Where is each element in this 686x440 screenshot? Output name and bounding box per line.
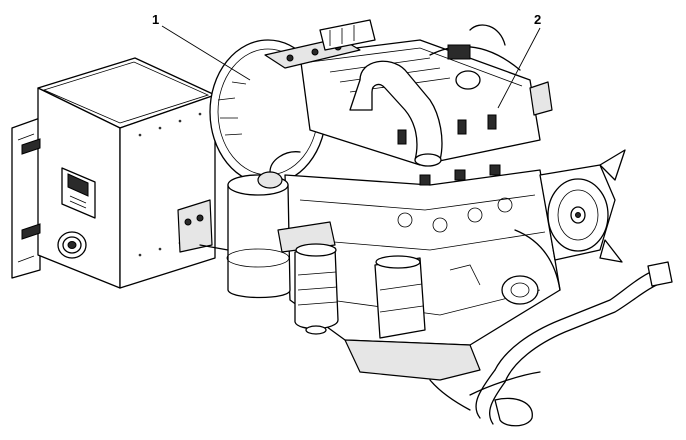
callout-2: 2 bbox=[497, 12, 541, 109]
mount-bracket bbox=[177, 81, 553, 253]
oil-filter bbox=[374, 255, 426, 339]
hose bbox=[429, 261, 673, 427]
callout-2-label: 2 bbox=[534, 12, 541, 27]
fuel-filter bbox=[277, 221, 339, 335]
callout-1-label: 1 bbox=[152, 12, 159, 27]
air-cleaner bbox=[226, 151, 301, 299]
callout-1: 1 bbox=[152, 12, 251, 81]
fan-pulley bbox=[501, 149, 626, 305]
control-box bbox=[11, 57, 216, 289]
intake-pipe bbox=[349, 60, 443, 167]
control-connector bbox=[57, 231, 87, 259]
